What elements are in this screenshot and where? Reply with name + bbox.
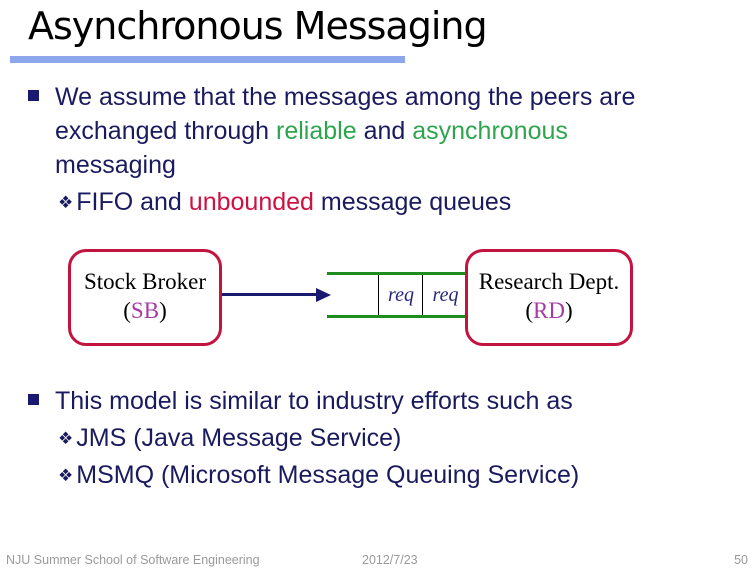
box-title: Stock Broker	[83, 269, 206, 294]
page-title: Asynchronous Messaging	[28, 4, 488, 48]
queue-cell: req	[378, 275, 423, 315]
diamond-bullet-icon: ❖	[58, 193, 74, 212]
paren: (	[525, 298, 534, 323]
message-queue: req req	[327, 272, 467, 318]
bullet-text-segment: FIFO and	[76, 188, 189, 216]
sub-bullet-jms: ❖JMS (Java Message Service)	[58, 422, 401, 457]
title-underline	[10, 56, 405, 63]
diamond-bullet-icon: ❖	[58, 429, 74, 448]
box-abbr-line: (RD)	[468, 296, 630, 325]
paren: )	[159, 298, 167, 323]
bullet-text-segment: MSMQ (Microsoft Message Queuing Service)	[76, 461, 580, 489]
box-abbr-line: (SB)	[71, 296, 219, 325]
footer-date: 2012/7/23	[362, 553, 418, 567]
box-abbr: SB	[130, 298, 160, 323]
box-title: Research Dept.	[478, 269, 620, 294]
paren: )	[564, 298, 573, 323]
paren: (	[123, 298, 131, 323]
keyword-reliable: reliable	[276, 117, 357, 145]
bullet-text-segment: JMS (Java Message Service)	[76, 424, 402, 452]
bullet-text-segment: We assume that the messages among the pe…	[55, 83, 636, 145]
diamond-bullet-icon: ❖	[58, 466, 74, 485]
arrow-line	[222, 293, 318, 296]
square-bullet-icon	[28, 90, 39, 101]
research-dept-box: Research Dept. (RD)	[465, 249, 633, 346]
sub-bullet-fifo: ❖FIFO and unbounded message queues	[58, 186, 511, 221]
keyword-asynchronous: asynchronous	[412, 117, 568, 145]
footer-school: NJU Summer School of Software Engineerin…	[6, 553, 260, 567]
bullet-text-segment: message queues	[313, 188, 512, 216]
bullet-text-segment: and	[356, 117, 413, 145]
square-bullet-icon	[28, 394, 39, 405]
footer-page-number: 50	[734, 553, 748, 567]
sub-bullet-msmq: ❖MSMQ (Microsoft Message Queuing Service…	[58, 459, 579, 494]
bullet-text-segment: This model is similar to industry effort…	[55, 387, 573, 415]
queue-cell: req	[422, 275, 468, 315]
box-abbr: RD	[533, 298, 565, 323]
keyword-unbounded: unbounded	[188, 188, 314, 216]
stock-broker-box: Stock Broker (SB)	[68, 249, 222, 346]
arrow-head-icon	[316, 288, 331, 302]
bullet-this-model: This model is similar to industry effort…	[28, 384, 728, 418]
bullet-we-assume: We assume that the messages among the pe…	[28, 80, 688, 182]
bullet-text-segment: messaging	[55, 151, 176, 179]
